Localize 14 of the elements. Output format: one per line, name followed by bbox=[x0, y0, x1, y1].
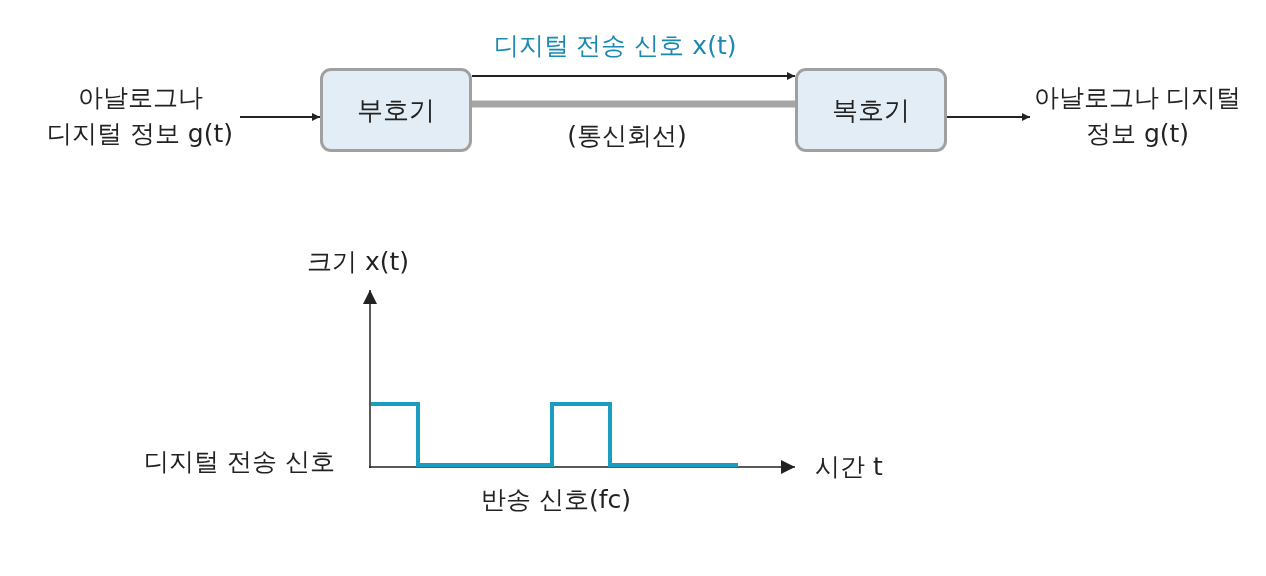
signal-label: 반송 신호(fc) bbox=[481, 484, 631, 516]
arrow bbox=[239, 113, 321, 121]
edge-label: (통신회선) bbox=[567, 120, 687, 152]
process-box: 복호기 bbox=[795, 68, 947, 152]
text-label: 아날로그나 디지털 정보 g(t) bbox=[40, 80, 240, 156]
arrow bbox=[946, 113, 1031, 121]
edge-label: 디지털 전송 신호 x(t) bbox=[493, 30, 737, 62]
arrow bbox=[471, 72, 796, 80]
axis-label: 시간 t bbox=[815, 451, 883, 483]
axis-label: 크기 x(t) bbox=[307, 246, 410, 278]
process-box: 부호기 bbox=[320, 68, 472, 152]
signal-label: 디지털 전송 신호 bbox=[144, 446, 335, 478]
line bbox=[472, 100, 795, 108]
text-label: 아날로그나 디지털 정보 g(t) bbox=[1030, 80, 1245, 156]
